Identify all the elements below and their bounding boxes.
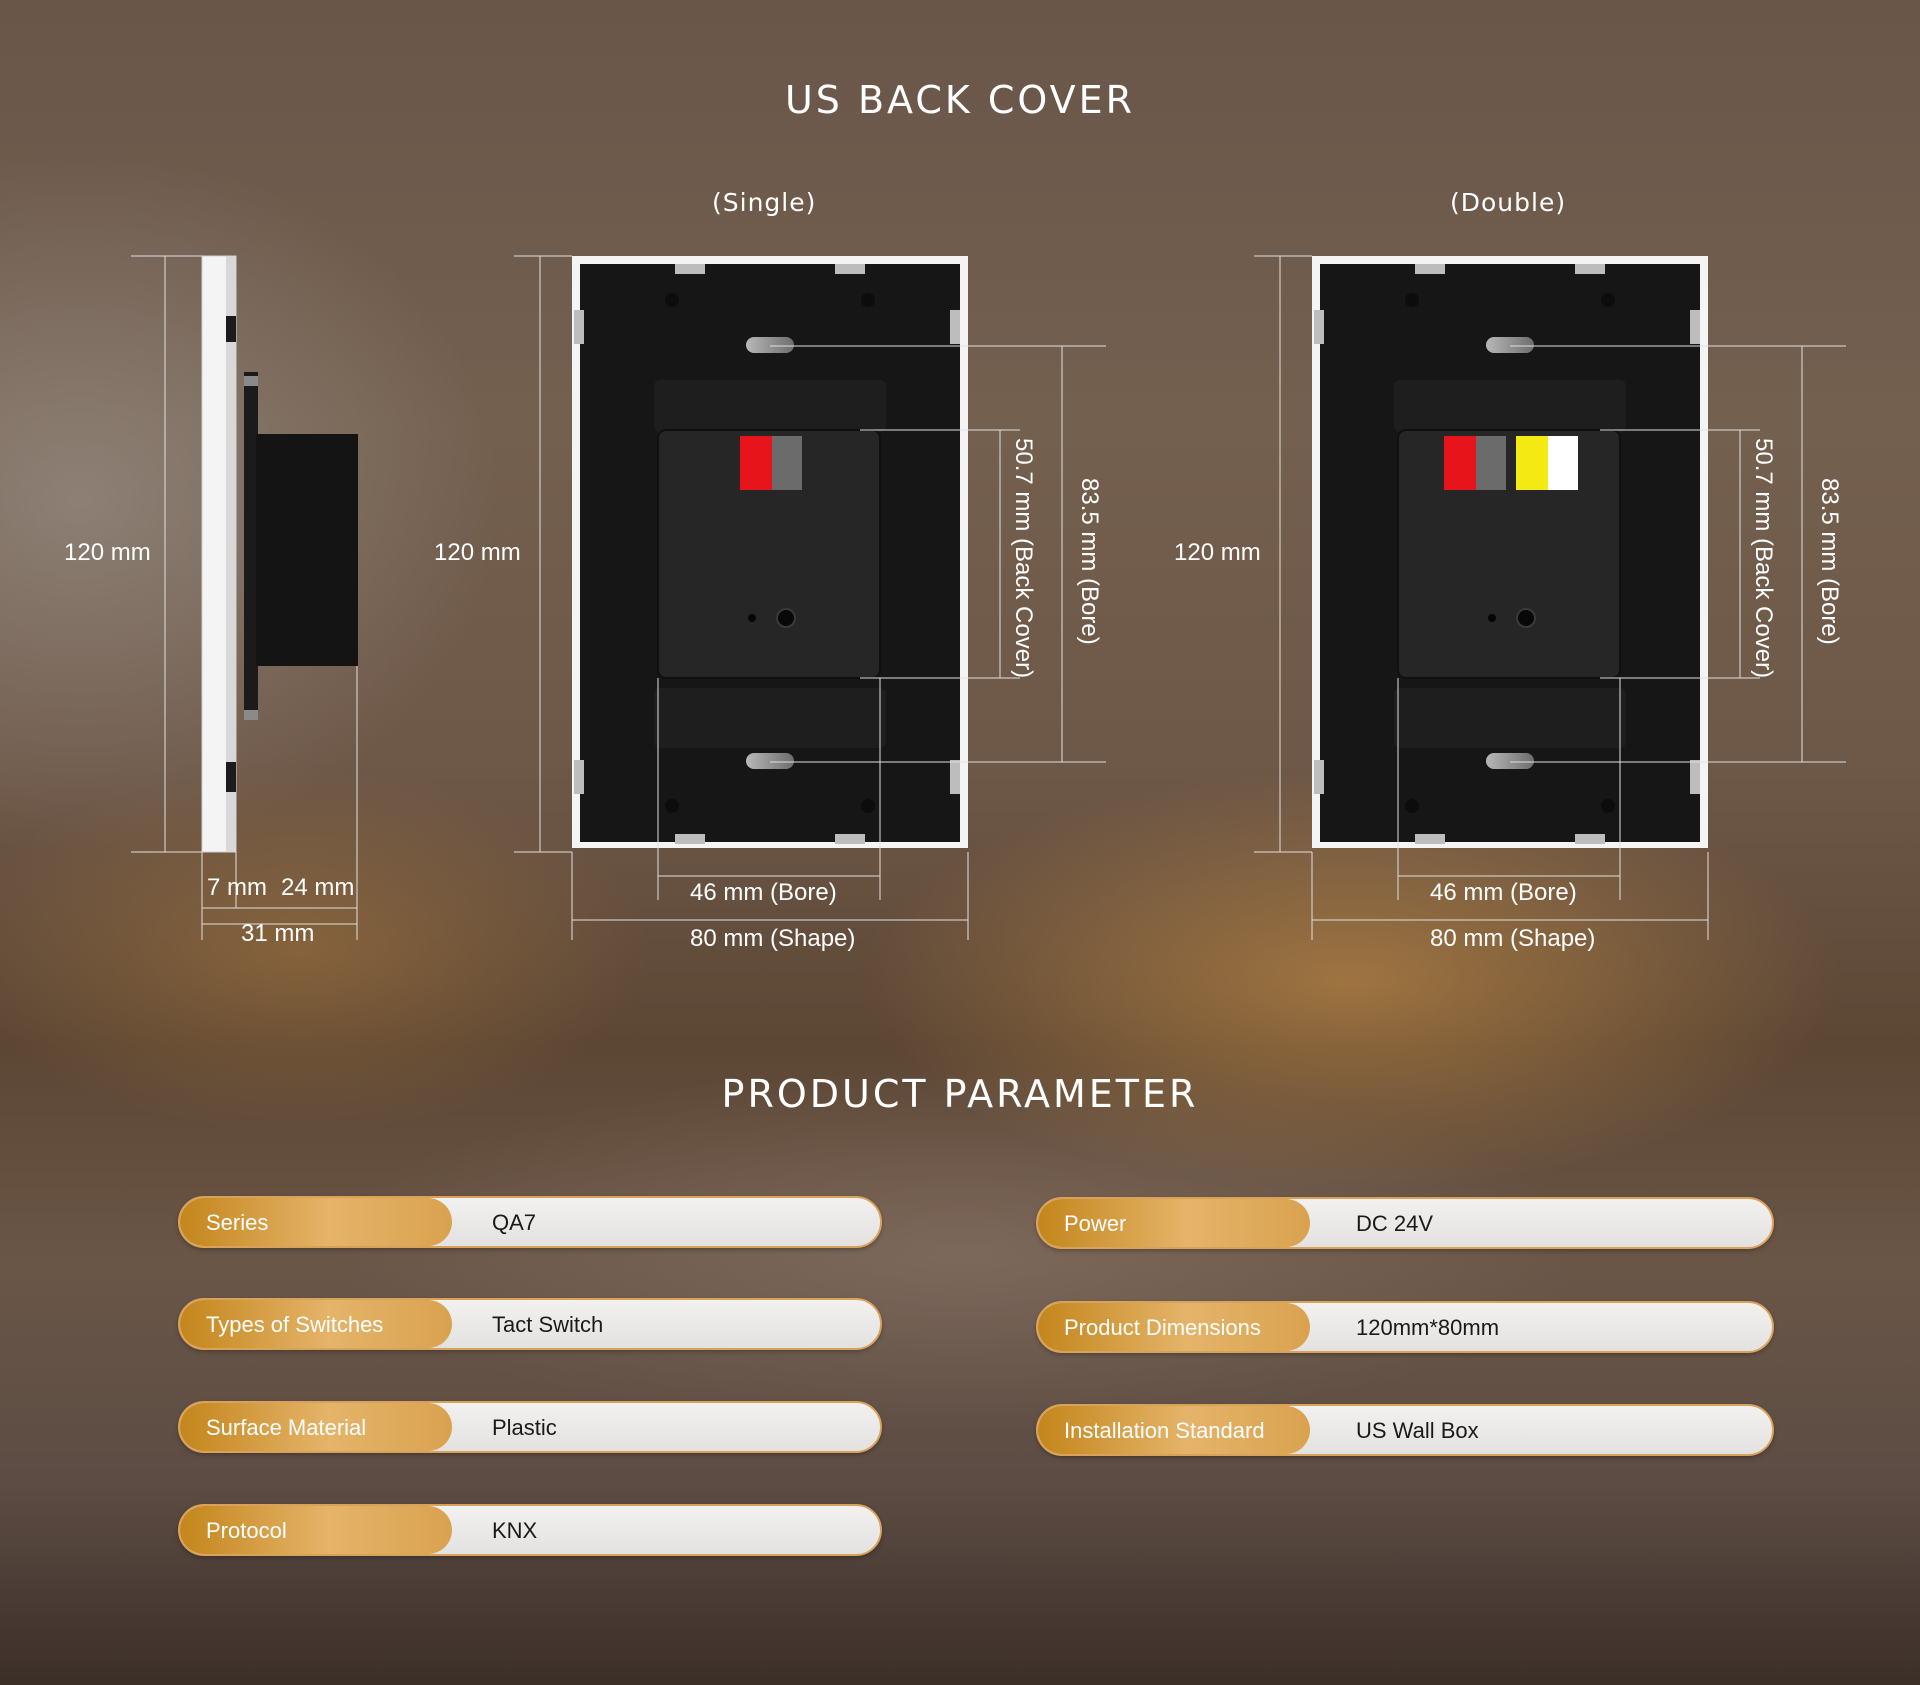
double-back-cover-label: 50.7 mm (Back Cover) — [1750, 438, 1777, 678]
double-variant-label: (Double) — [1450, 188, 1567, 217]
param-label: Series — [180, 1198, 452, 1246]
param-label: Power — [1038, 1199, 1310, 1247]
param-label: Installation Standard — [1038, 1406, 1310, 1454]
param-value: US Wall Box — [1356, 1418, 1479, 1443]
double-cover-diagram: 120 mm 46 mm (Bore) 80 mm (Shape) 50.7 m… — [1174, 255, 1846, 952]
param-surface-material: Surface Material Plastic — [178, 1401, 882, 1453]
side-body-label: 24 mm — [281, 874, 354, 901]
param-product-dimensions: Product Dimensions 120mm*80mm — [1036, 1301, 1774, 1353]
side-plate-label: 7 mm — [207, 874, 267, 901]
side-height-label: 120 mm — [64, 539, 151, 566]
param-label: Surface Material — [180, 1403, 452, 1451]
param-label: Product Dimensions — [1038, 1303, 1310, 1351]
side-view-diagram: 120 mm 7 mm 24 mm 31 mm — [64, 255, 358, 947]
single-shape-width-label: 80 mm (Shape) — [690, 925, 855, 952]
back-cover-heading: US BACK COVER — [784, 78, 1136, 122]
param-value: DC 24V — [1356, 1211, 1434, 1236]
single-variant-label: (Single) — [712, 188, 817, 217]
param-value: QA7 — [492, 1210, 537, 1235]
param-power: Power DC 24V — [1036, 1197, 1774, 1249]
param-value: KNX — [492, 1518, 538, 1543]
single-cover-diagram: 120 mm 46 mm (Bore) 80 mm (Shape) 50.7 m… — [434, 255, 1106, 952]
param-label: Protocol — [180, 1506, 452, 1554]
single-height-label: 120 mm — [434, 539, 521, 566]
param-types-of-switches: Types of Switches Tact Switch — [178, 1298, 882, 1350]
single-bore-width-label: 46 mm (Bore) — [690, 879, 837, 906]
param-series: Series QA7 — [178, 1196, 882, 1248]
param-value: 120mm*80mm — [1356, 1315, 1500, 1340]
param-protocol: Protocol KNX — [178, 1504, 882, 1556]
param-installation-standard: Installation Standard US Wall Box — [1036, 1404, 1774, 1456]
param-label: Types of Switches — [180, 1300, 452, 1348]
double-bore-height-label: 83.5 mm (Bore) — [1816, 478, 1843, 645]
single-back-cover-label: 50.7 mm (Back Cover) — [1010, 438, 1037, 678]
product-parameter-heading: PRODUCT PARAMETER — [721, 1072, 1199, 1116]
double-shape-width-label: 80 mm (Shape) — [1430, 925, 1595, 952]
double-bore-width-label: 46 mm (Bore) — [1430, 879, 1577, 906]
single-bore-height-label: 83.5 mm (Bore) — [1076, 478, 1103, 645]
side-total-label: 31 mm — [241, 920, 314, 947]
param-value: Tact Switch — [492, 1312, 604, 1337]
double-height-label: 120 mm — [1174, 539, 1261, 566]
param-value: Plastic — [492, 1415, 557, 1440]
